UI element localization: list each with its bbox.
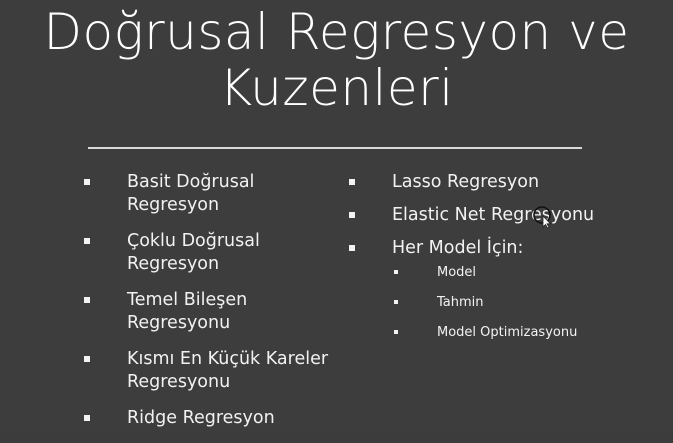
- square-bullet-icon: [349, 179, 355, 185]
- square-bullet-icon: [84, 238, 90, 244]
- list-item-line: Basit Doğrusal: [127, 172, 255, 192]
- list-item-ridge: Ridge Regresyon: [84, 407, 344, 430]
- list-item-elastic-net: Elastic Net Regresyonu: [349, 204, 649, 227]
- square-bullet-icon: [349, 212, 355, 218]
- square-bullet-icon: [84, 297, 90, 303]
- list-item-line: Elastic Net Regresyonu: [392, 205, 595, 225]
- list-item-lasso: Lasso Regresyon: [349, 171, 649, 194]
- square-bullet-icon: [84, 356, 90, 362]
- list-item-temel-bilesen: Temel Bileşen Regresyonu: [84, 289, 344, 335]
- square-bullet-icon: [84, 415, 90, 421]
- list-item-line: Temel Bileşen: [127, 290, 248, 310]
- left-bullet-list: Basit Doğrusal Regresyon Çoklu Doğrusal …: [84, 171, 344, 443]
- slide-title-line-1: Doğrusal Regresyon ve: [43, 3, 630, 61]
- sub-list-item-label: Model Optimizasyonu: [437, 325, 578, 340]
- small-square-bullet-icon: [394, 330, 398, 334]
- sub-list-item-model: Model: [349, 264, 649, 281]
- right-bullet-list: Lasso Regresyon Elastic Net Regresyonu H…: [349, 171, 649, 354]
- list-item-line: Çoklu Doğrusal: [127, 231, 260, 251]
- list-item-line: Regresyon: [127, 254, 220, 274]
- square-bullet-icon: [84, 179, 90, 185]
- square-bullet-icon: [349, 245, 355, 251]
- list-item-line: Regresyon: [127, 195, 220, 215]
- list-item-kismi-en-kucuk-kareler: Kısmı En Küçük Kareler Regresyonu: [84, 348, 344, 394]
- sub-bullet-list: Model Tahmin Model Optimizasyonu: [349, 264, 649, 341]
- slide-title: Doğrusal Regresyon ve Kuzenleri: [0, 4, 673, 116]
- mouse-pointer-icon: [533, 206, 552, 228]
- small-square-bullet-icon: [394, 300, 398, 304]
- list-item-her-model-icin: Her Model İçin: Model Tahmin Model Optim…: [349, 237, 649, 341]
- presentation-slide: Doğrusal Regresyon ve Kuzenleri Basit Do…: [0, 4, 673, 428]
- list-item-coklu-dogrusal: Çoklu Doğrusal Regresyon: [84, 230, 344, 276]
- sub-list-item-label: Tahmin: [437, 295, 484, 310]
- list-item-line: Regresyonu: [127, 313, 231, 333]
- sub-list-item-tahmin: Tahmin: [349, 294, 649, 311]
- list-item-line: Her Model İçin:: [392, 238, 524, 258]
- sub-list-item-label: Model: [437, 265, 477, 280]
- title-divider: [88, 147, 582, 149]
- small-square-bullet-icon: [394, 270, 398, 274]
- list-item-line: Kısmı En Küçük Kareler: [127, 349, 329, 369]
- sub-list-item-model-optimizasyonu: Model Optimizasyonu: [349, 324, 649, 341]
- slide-title-line-2: Kuzenleri: [219, 59, 454, 117]
- list-item-line: Lasso Regresyon: [392, 172, 540, 192]
- list-item-basit-dogrusal: Basit Doğrusal Regresyon: [84, 171, 344, 217]
- list-item-line: Ridge Regresyon: [127, 408, 275, 428]
- list-item-line: Regresyonu: [127, 372, 231, 392]
